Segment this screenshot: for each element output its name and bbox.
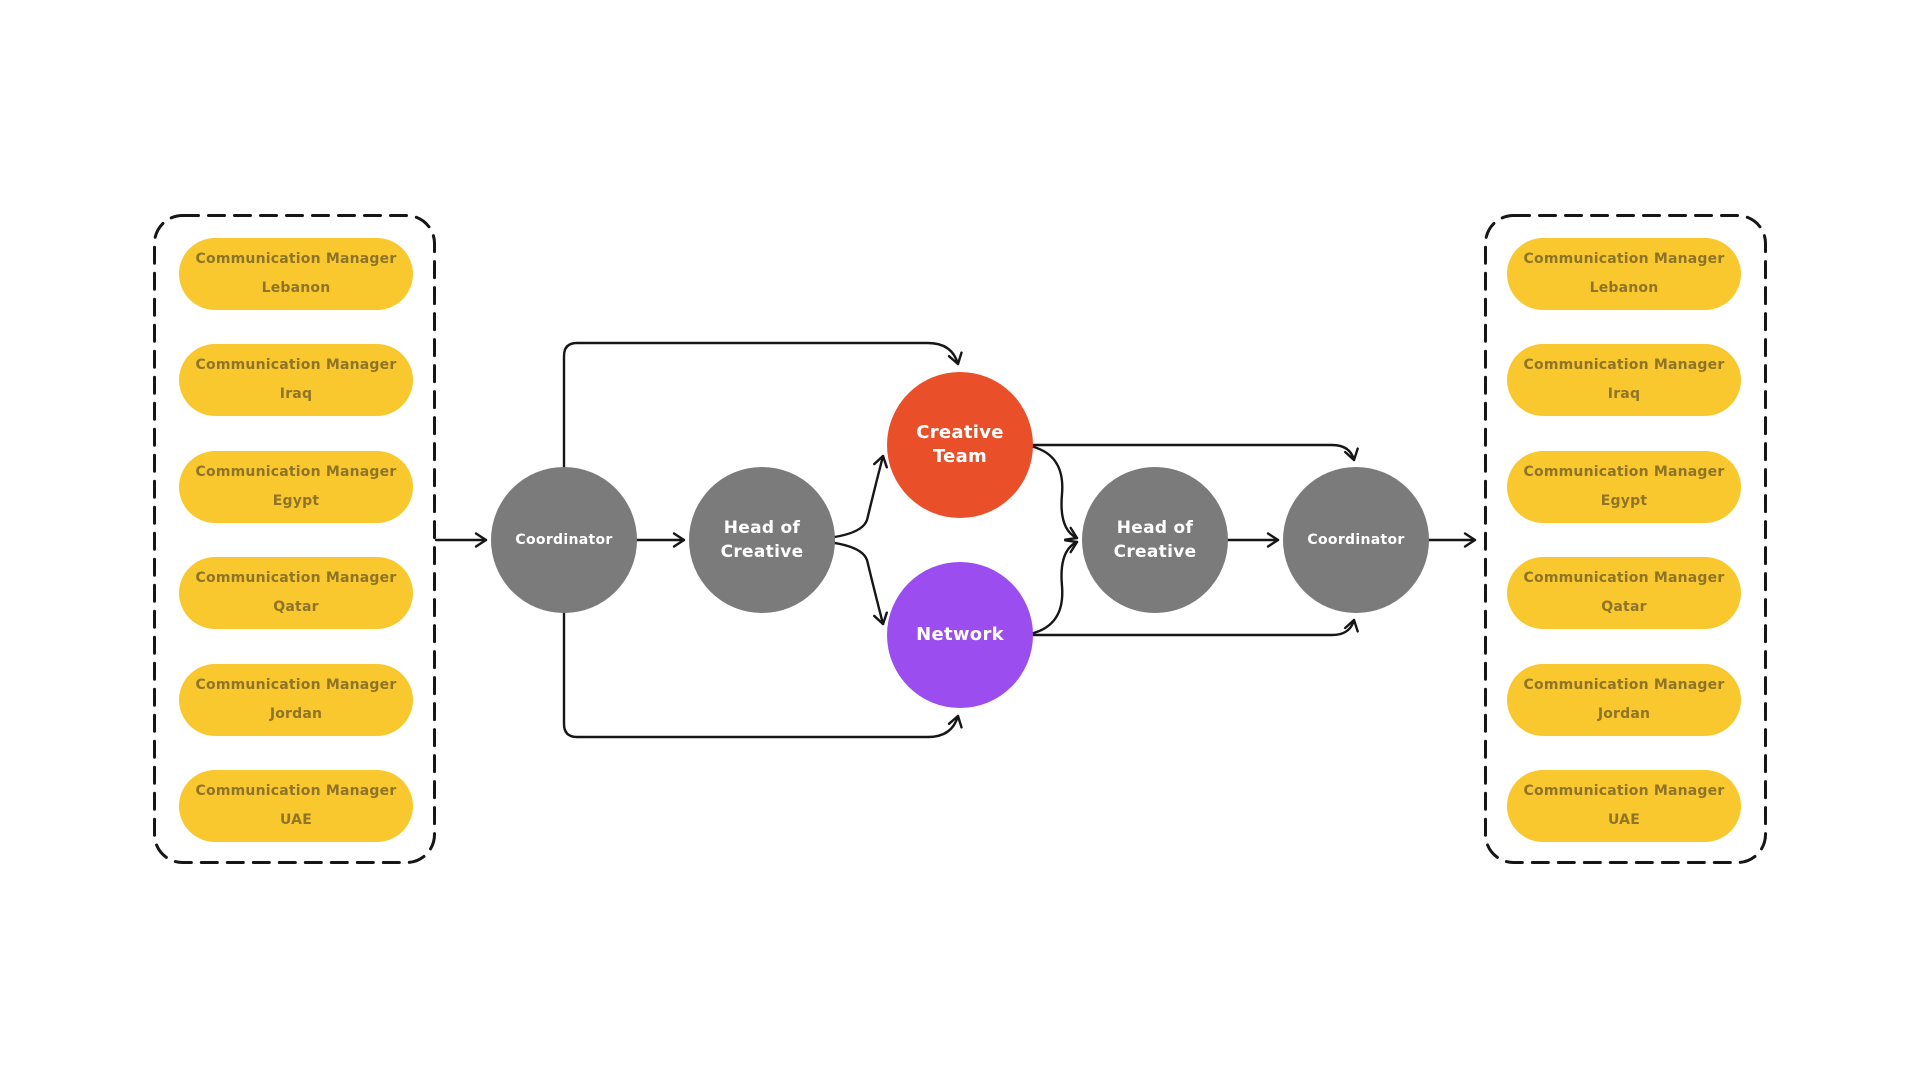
role-label: Communication Manager xyxy=(195,464,397,480)
region-label: UAE xyxy=(280,812,312,828)
region-label: Qatar xyxy=(273,599,319,615)
node-label: Head of Creative xyxy=(720,518,804,562)
region-label: Egypt xyxy=(272,493,320,509)
role-label: Communication Manager xyxy=(1523,783,1725,799)
role-label: Communication Manager xyxy=(195,251,397,267)
node-coordinator-2: Coordinator xyxy=(1283,467,1429,613)
node-network: Network xyxy=(887,562,1033,708)
comm-manager-card-egypt-right: Communication Manager Egypt xyxy=(1507,451,1741,523)
left-group-outline xyxy=(153,214,436,864)
node-label: Coordinator xyxy=(515,532,613,548)
node-head-of-creative-2: Head of Creative xyxy=(1082,467,1228,613)
node-label: Head of Creative xyxy=(1113,518,1197,562)
connector-coordinator1-network-bypass xyxy=(562,558,963,739)
region-label: Jordan xyxy=(269,706,323,722)
comm-manager-card-iraq-left: Communication Manager Iraq xyxy=(179,344,413,416)
role-label: Communication Manager xyxy=(1523,464,1725,480)
role-label: Communication Manager xyxy=(1523,357,1725,373)
comm-manager-card-lebanon-left: Communication Manager Lebanon xyxy=(179,238,413,310)
region-label: Lebanon xyxy=(1589,280,1659,296)
role-label: Communication Manager xyxy=(195,357,397,373)
comm-manager-card-qatar-right: Communication Manager Qatar xyxy=(1507,557,1741,629)
right-group-outline xyxy=(1484,214,1767,864)
node-coordinator-1: Coordinator xyxy=(491,467,637,613)
connector-network-headofcreative2 xyxy=(1028,539,1079,636)
connector-coordinator1-creativeteam-bypass xyxy=(562,341,963,522)
comm-manager-card-egypt-left: Communication Manager Egypt xyxy=(179,451,413,523)
connector-network-coordinator2 xyxy=(1018,618,1359,637)
region-label: Jordan xyxy=(1597,706,1651,722)
role-label: Communication Manager xyxy=(1523,570,1725,586)
role-label: Communication Manager xyxy=(195,570,397,586)
node-head-of-creative-1: Head of Creative xyxy=(689,467,835,613)
comm-manager-card-jordan-right: Communication Manager Jordan xyxy=(1507,664,1741,736)
comm-manager-card-iraq-right: Communication Manager Iraq xyxy=(1507,344,1741,416)
role-label: Communication Manager xyxy=(195,783,397,799)
node-creative-team: Creative Team xyxy=(887,372,1033,518)
region-label: Iraq xyxy=(279,386,313,402)
region-label: Lebanon xyxy=(261,280,331,296)
role-label: Communication Manager xyxy=(195,677,397,693)
comm-manager-card-lebanon-right: Communication Manager Lebanon xyxy=(1507,238,1741,310)
comm-manager-card-qatar-left: Communication Manager Qatar xyxy=(179,557,413,629)
comm-manager-card-uae-right: Communication Manager UAE xyxy=(1507,770,1741,842)
region-label: Iraq xyxy=(1607,386,1641,402)
comm-manager-card-uae-left: Communication Manager UAE xyxy=(179,770,413,842)
role-label: Communication Manager xyxy=(1523,251,1725,267)
connector-creativeteam-coordinator2 xyxy=(1018,443,1359,462)
region-label: UAE xyxy=(1608,812,1640,828)
region-label: Egypt xyxy=(1600,493,1648,509)
node-label: Coordinator xyxy=(1307,532,1405,548)
role-label: Communication Manager xyxy=(1523,677,1725,693)
region-label: Qatar xyxy=(1601,599,1647,615)
connector-creativeteam-headofcreative2 xyxy=(1028,444,1079,541)
node-label: Creative Team xyxy=(916,422,1004,467)
node-label: Network xyxy=(916,624,1004,645)
comm-manager-card-jordan-left: Communication Manager Jordan xyxy=(179,664,413,736)
